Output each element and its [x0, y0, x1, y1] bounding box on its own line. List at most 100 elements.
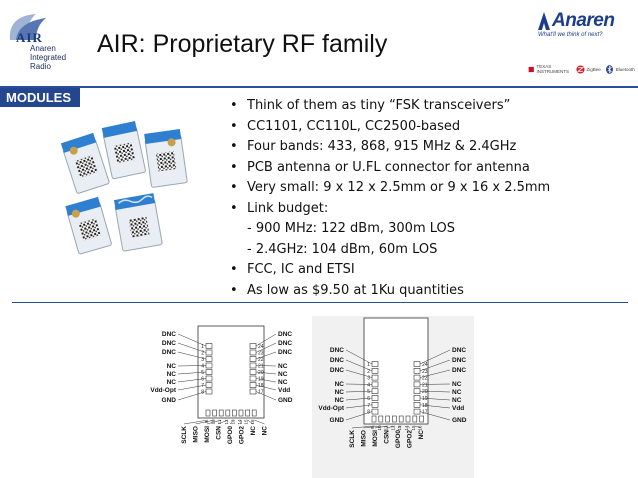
pin-number: 1 [367, 362, 370, 368]
bluetooth-icon [605, 64, 613, 74]
pin-label: NC [452, 397, 462, 404]
pin-pad [225, 409, 231, 417]
pin-label: MISO [361, 430, 368, 447]
pin-leader [407, 425, 410, 429]
pin-pad [218, 409, 224, 417]
pin-number: 7 [367, 403, 370, 409]
pin-pad [212, 409, 217, 417]
pin-pad [413, 374, 421, 381]
pin-pad [371, 395, 379, 401]
pin-label: DNC [162, 340, 176, 347]
pin-number: 4 [201, 364, 204, 370]
pin-leader [206, 419, 222, 425]
pin-number: 12 [224, 419, 229, 425]
pin-pad [419, 415, 424, 423]
pin-pad [205, 362, 213, 369]
pin-leader [345, 404, 373, 409]
pin-number: 11 [217, 419, 222, 424]
partner-bluetooth: Bluetooth [605, 64, 635, 74]
pin-pad [405, 415, 411, 423]
pin-number: 23 [422, 369, 428, 375]
texas-instruments-icon [528, 66, 534, 72]
pin-label: DNC [452, 347, 466, 354]
pin-leader [255, 333, 277, 347]
pin-leader [351, 425, 375, 429]
pin-number: 15 [244, 419, 249, 425]
module-board [65, 196, 112, 255]
pin-pad [385, 415, 390, 423]
pin-label: GPO2 [239, 426, 246, 444]
pin-pad [249, 356, 257, 362]
pin-number: 20 [422, 389, 428, 395]
list-item: • PCB antenna or U.FL connector for anten… [230, 160, 630, 181]
pin-leader [229, 419, 235, 425]
pin-number: 20 [258, 370, 264, 376]
pin-leader [345, 397, 373, 401]
pin-leader [255, 378, 277, 383]
pin-number: 22 [422, 376, 428, 382]
pin-label: NC [250, 426, 257, 436]
pin-number: 2 [201, 351, 204, 357]
pin-leader [177, 351, 207, 360]
pin-label: DNC [330, 347, 344, 354]
list-subitem-text: - 900 MHz: 122 dBm, 300m LOS [247, 221, 456, 236]
pin-pad [371, 361, 379, 367]
pin-number: 24 [258, 344, 264, 350]
anaren-logo: Anaren What'll we think of next? [536, 8, 632, 42]
pin-leader [345, 359, 373, 372]
partner-zigbee: ZigBee [575, 64, 601, 74]
pin-label: DNC [162, 331, 176, 338]
air-caption-line: Integrated [30, 53, 67, 62]
bullet-marker: • [230, 262, 238, 277]
pin-label: NC [167, 379, 177, 386]
pin-number: 5 [201, 370, 204, 376]
pin-pad [249, 362, 257, 369]
pin-label: GPO0 [227, 426, 234, 444]
air-caption: Anaren Integrated Radio [30, 44, 66, 71]
pin-pad [205, 375, 213, 382]
list-item-text: Link budget: [247, 200, 329, 216]
list-item-text: PCB antenna or U.FL connector for antenn… [247, 159, 530, 175]
pin-label: DNC [278, 349, 292, 356]
pin-pad [205, 369, 213, 375]
list-subitem-text: - 2.4GHz: 104 dBm, 60m LOS [247, 241, 438, 257]
pin-label: Vdd-Opt [150, 387, 176, 394]
pin-pad [205, 343, 213, 349]
module-board [144, 129, 188, 188]
bullet-list: •Think of them as tiny “FSK transceivers… [230, 98, 630, 303]
pin-leader [177, 371, 207, 375]
pin-number: 16 [250, 419, 255, 425]
pin-number: 17 [258, 390, 264, 396]
list-item: •As low as $9.50 at 1Ku quantities [230, 283, 630, 304]
pin-leader [419, 349, 451, 365]
pin-leader [345, 349, 373, 365]
pin-leader [255, 391, 277, 401]
pin-leader [183, 419, 209, 425]
header-rule [0, 86, 638, 88]
bullet-marker: • [230, 98, 238, 113]
pin-label: Vdd-Opt [318, 405, 344, 412]
pin-label: GND [330, 417, 345, 424]
pin-label: NC [452, 381, 462, 388]
pin-number: 13 [397, 425, 402, 431]
pin-number: 23 [258, 351, 264, 357]
pinout-right-svg: 1DNC2DNC3DNC4NC5NC6NC7Vdd-Opt8GND24DNC23… [318, 317, 467, 448]
air-logo: AIR Anaren Integrated Radio [0, 0, 78, 76]
pin-label: NC [167, 371, 177, 378]
pin-leader [419, 359, 451, 372]
pin-label: NC [452, 389, 462, 396]
pin-leader [177, 333, 207, 347]
pin-leader [386, 425, 395, 429]
pin-number: 6 [367, 396, 370, 402]
pin-pad [251, 409, 257, 417]
zigbee-icon [575, 64, 585, 74]
pin-number: 14 [404, 425, 409, 431]
pin-number: 15 [411, 425, 416, 431]
pin-pad [371, 402, 379, 408]
pin-pad [412, 415, 418, 423]
pin-pad [371, 415, 377, 423]
bullet-marker: • [230, 159, 238, 175]
pin-label: CSN [216, 426, 223, 440]
module-board [113, 193, 163, 252]
pin-pad [398, 415, 404, 423]
